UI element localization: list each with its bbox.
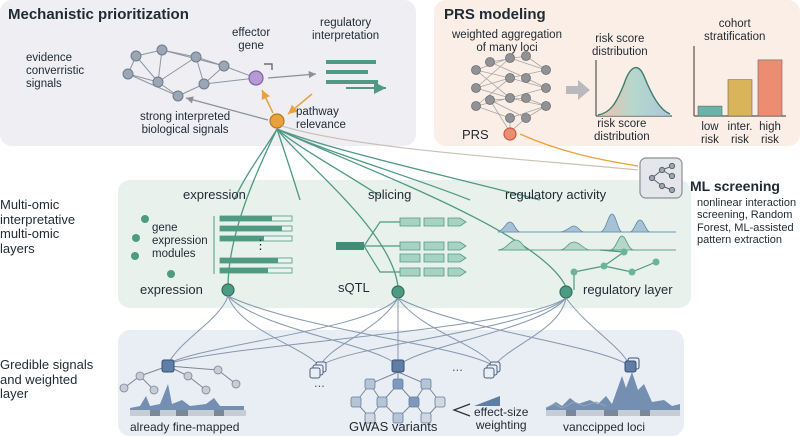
- prs-panel: [434, 0, 800, 146]
- multi-omic-side-label: Multi-omic interpretative multi-omic lay…: [0, 197, 76, 256]
- splicing-graphic: [336, 217, 467, 277]
- effector-gene-node: [248, 70, 264, 86]
- cohort-bar-2: [757, 59, 783, 117]
- prs-title: PRS modeling: [444, 6, 546, 23]
- mech-title: Mechanistic prioritization: [8, 6, 189, 23]
- ml-description: nonlinear interaction screening, Random …: [697, 197, 797, 246]
- ml-title: ML screening: [690, 178, 780, 194]
- prs-to-ml-link: [519, 133, 639, 167]
- expression-heading: expression: [183, 187, 246, 202]
- evidence-nodes: [122, 44, 230, 102]
- pathway-to-gene-arrow: [261, 89, 274, 114]
- stacked-square-icon: [309, 361, 327, 379]
- pathway-node: [269, 113, 285, 129]
- credible-side-label: Gredible signals and weighted layer: [0, 357, 94, 402]
- effect-size-label: effect-size weighting: [474, 405, 529, 433]
- effector-gene-label: effector gene: [232, 27, 271, 52]
- vanccipped-hub: [624, 357, 640, 373]
- strong-signals-label: strong interpreted biological signals: [140, 111, 231, 136]
- fine-mapped-hub: [161, 359, 175, 373]
- cohort-bars: [697, 59, 783, 117]
- stacked-square-icon-2: [483, 361, 501, 379]
- weighted-aggregation-label: weighted aggregation of many loci: [452, 29, 562, 54]
- pathway-relevance-label: pathway relevance: [296, 106, 346, 131]
- pathway-to-network-arrow: [185, 96, 269, 121]
- gwas-nodes: [350, 378, 446, 424]
- expression-module-dots: [131, 215, 175, 278]
- fine-mapped-track: [130, 384, 246, 416]
- fine-mapped-tree: [123, 365, 237, 391]
- sqtl-label: sQTL: [338, 280, 370, 295]
- prs-label: PRS: [462, 127, 489, 142]
- regulatory-layer-label: regulatory layer: [583, 282, 673, 297]
- gwas-hub: [391, 359, 405, 373]
- expression-hub-node: [221, 283, 235, 297]
- dots-left: ...: [314, 375, 325, 390]
- distribution-plot: [595, 60, 672, 117]
- prs-network-nodes: [471, 51, 551, 123]
- distribution-label-bottom: risk score distribution: [594, 118, 650, 143]
- expression-bars: [213, 215, 293, 274]
- vanccipped-label: vanccipped loci: [563, 420, 646, 434]
- pathway-to-ml-link: [281, 125, 639, 171]
- cohort-bar-0: [697, 105, 723, 117]
- weighting-arrow: [452, 403, 471, 417]
- cohort-bar-label-0: low risk: [701, 121, 719, 146]
- vanccipped-track: [545, 372, 680, 416]
- regulatory-tracks: [497, 213, 676, 290]
- ml-tree-icon: [648, 162, 676, 194]
- convergence-lines: [227, 128, 567, 288]
- gene-to-regulatory-arrow: [267, 71, 317, 79]
- regulatory-to-pathway-arrow: [287, 93, 313, 115]
- regulatory-hub-node: [559, 285, 573, 299]
- weighting-wedge: [474, 396, 500, 406]
- cohort-label: cohort stratification: [704, 18, 766, 43]
- distribution-label-top: risk score distribution: [592, 33, 648, 58]
- splicing-heading: splicing: [368, 187, 412, 202]
- prs-flow-arrow: [566, 80, 590, 100]
- fine-mapped-nodes: [119, 365, 241, 395]
- gwas-network: [355, 371, 441, 419]
- regulatory-interpretation-label: regulatory interpretation: [312, 17, 380, 42]
- evidence-label: evidence converristic signals: [26, 52, 85, 90]
- fanout-lines: [167, 295, 631, 367]
- cohort-bar-label-2: high risk: [759, 121, 781, 146]
- expression-footer: expression: [140, 282, 203, 297]
- fine-mapped-label: already fine-mapped: [130, 420, 240, 434]
- prs-node: [503, 127, 517, 141]
- splicing-hub-node: [391, 285, 405, 299]
- gwas-variants-label: GWAS variants: [349, 419, 438, 434]
- gene-modules-label: gene expression modules: [152, 222, 208, 260]
- expression-ellipsis: ⋮: [254, 237, 267, 252]
- cohort-bar-1: [727, 79, 753, 117]
- dots-right: ...: [452, 359, 463, 374]
- gene-bracket-icon: [264, 63, 273, 70]
- ml-box: [639, 157, 683, 199]
- cohort-bar-label-1: inter. risk: [727, 121, 753, 146]
- regulatory-bars: [326, 60, 386, 94]
- regulatory-heading: regulatory activity: [505, 187, 607, 202]
